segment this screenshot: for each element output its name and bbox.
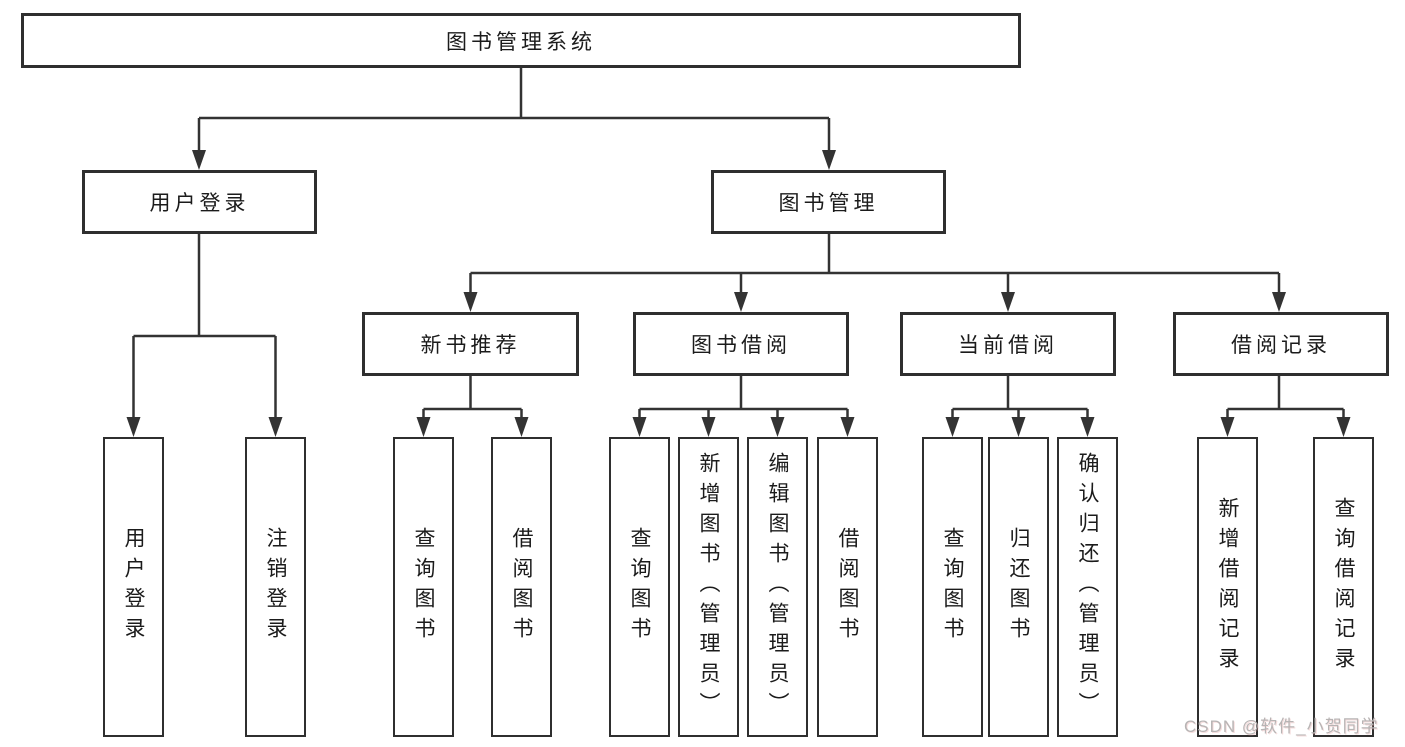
arrowheads bbox=[126, 150, 1351, 437]
leaf-nb-borrow-book: 借阅图书 bbox=[491, 437, 552, 737]
node-book-management: 图书管理 bbox=[711, 170, 946, 234]
leaf-bb-edit-book: 编辑图书（管理员） bbox=[747, 437, 808, 737]
node-user-login: 用户登录 bbox=[82, 170, 317, 234]
leaf-bb-borrow-book: 借阅图书 bbox=[817, 437, 878, 737]
leaf-bb-add-book: 新增图书（管理员） bbox=[678, 437, 739, 737]
node-borrow-records: 借阅记录 bbox=[1173, 312, 1389, 376]
leaf-br-add-record: 新增借阅记录 bbox=[1197, 437, 1258, 737]
leaf-nb-query-book: 查询图书 bbox=[393, 437, 454, 737]
leaf-cb-query-book: 查询图书 bbox=[922, 437, 983, 737]
csdn-watermark: CSDN @软件_小贺同学 bbox=[1184, 717, 1379, 736]
leaf-bb-query-book: 查询图书 bbox=[609, 437, 670, 737]
leaf-user-login: 用户登录 bbox=[103, 437, 164, 737]
node-new-book-recommend: 新书推荐 bbox=[362, 312, 579, 376]
leaf-cb-return-book: 归还图书 bbox=[988, 437, 1049, 737]
leaf-br-query-record: 查询借阅记录 bbox=[1313, 437, 1374, 737]
node-root: 图书管理系统 bbox=[21, 13, 1021, 68]
node-current-borrow: 当前借阅 bbox=[900, 312, 1116, 376]
node-book-borrow: 图书借阅 bbox=[633, 312, 849, 376]
leaf-cb-confirm-return: 确认归还（管理员） bbox=[1057, 437, 1118, 737]
leaf-logout: 注销登录 bbox=[245, 437, 306, 737]
